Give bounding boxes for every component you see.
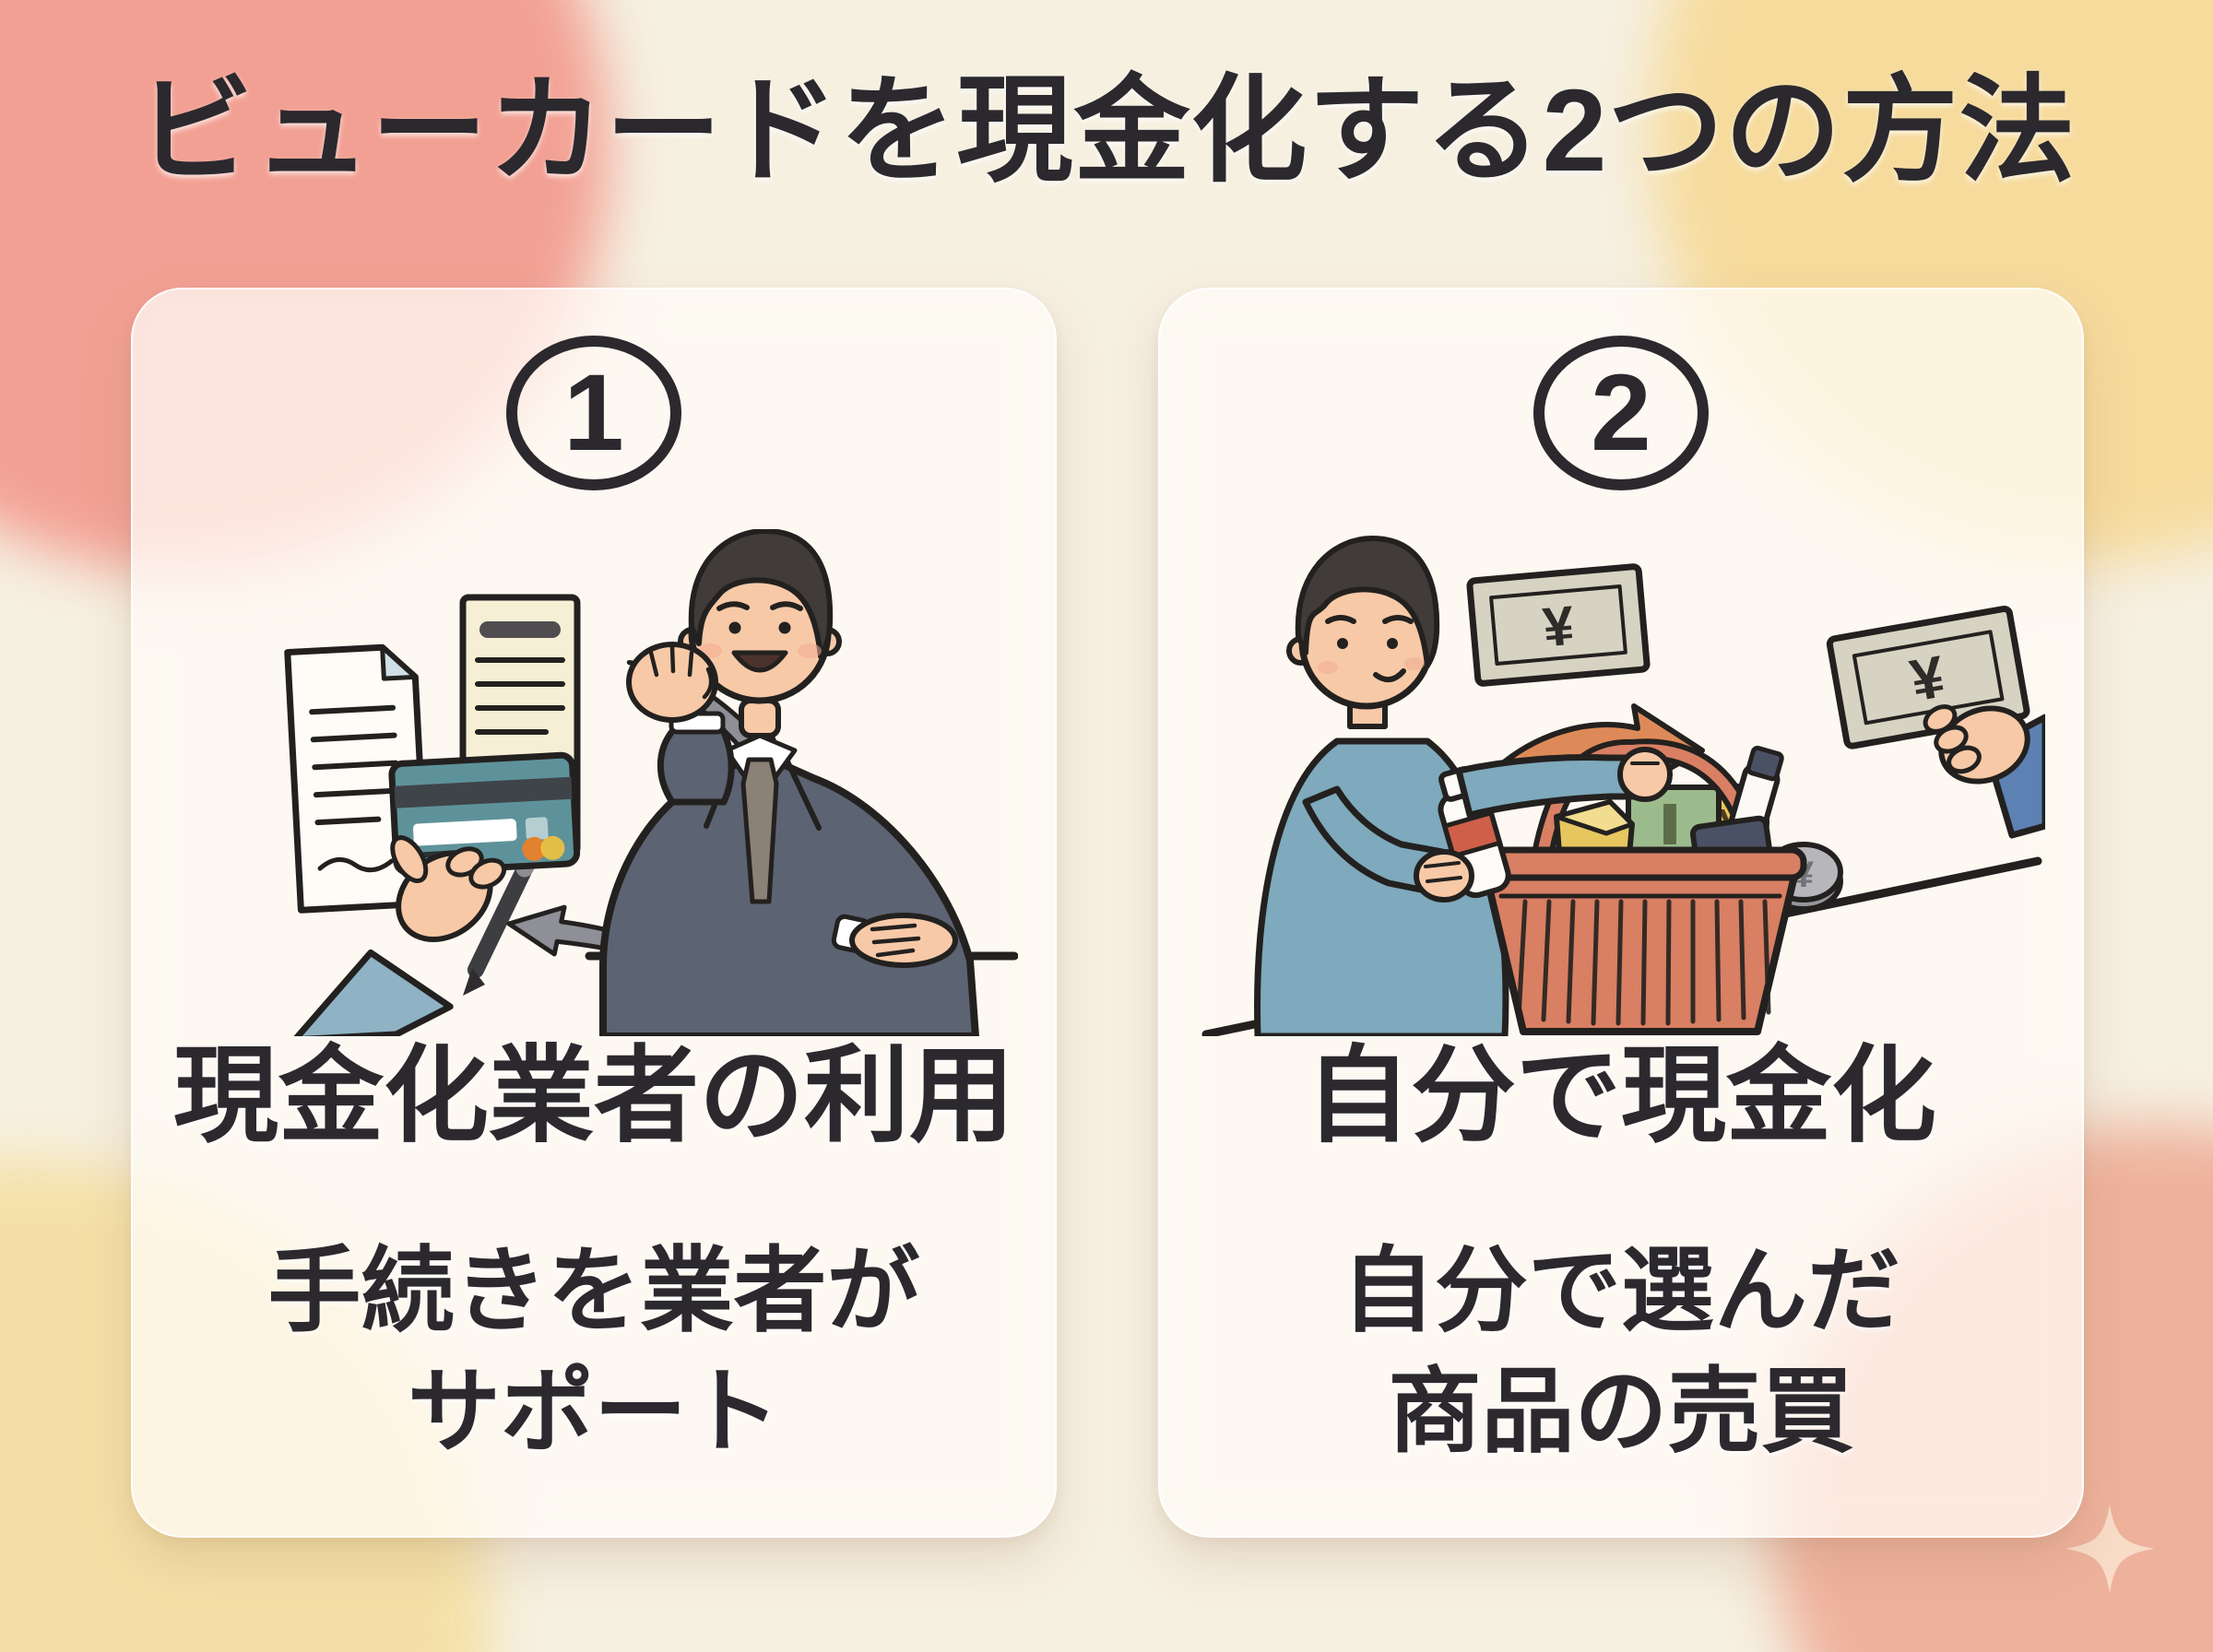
method-2-heading: 自分で現金化 (1305, 1038, 1936, 1155)
method-card-2: 2 ¥ ¥ (1158, 288, 2084, 1538)
method-1-desc-line-2: サポート (407, 1360, 780, 1464)
shopper-figure (1254, 536, 1509, 1036)
step-1-number: 1 (563, 352, 624, 474)
step-2-number: 2 (1591, 352, 1651, 474)
sparkle-icon (2065, 1504, 2154, 1593)
hand-holding-banknote: ¥ (1826, 605, 2045, 839)
step-1-badge: 1 (506, 336, 681, 490)
step-2-badge: 2 (1533, 336, 1709, 490)
broker-scene-illustration (284, 529, 1018, 1036)
method-2-desc-line-1: 自分で選んだ (1341, 1239, 1900, 1343)
bottle-in-hand (1302, 765, 1511, 903)
businessman-figure (599, 529, 979, 1036)
method-2-description: 自分で選んだ 商品の売買 (1342, 1232, 1900, 1474)
hand-holding-credit-card (291, 751, 581, 1036)
arm-gripping-handle (1455, 747, 1673, 819)
yen-banknote-icon: ¥ (1466, 563, 1651, 687)
method-1-heading: 現金化業者の利用 (172, 1038, 1014, 1155)
page-title: ビューカードを現金化する2つの方法 (136, 65, 2077, 195)
method-card-1: 1 (131, 288, 1057, 1538)
svg-text:¥: ¥ (1541, 595, 1578, 659)
self-cashing-scene-illustration: ¥ ¥ ¥ (1201, 536, 2045, 1036)
methods-container: 1 (131, 288, 2084, 1538)
method-1-description: 手続きを業者が サポート (267, 1232, 919, 1474)
method-1-desc-line-1: 手続きを業者が (267, 1239, 920, 1343)
method-2-desc-line-2: 商品の売買 (1388, 1360, 1854, 1464)
